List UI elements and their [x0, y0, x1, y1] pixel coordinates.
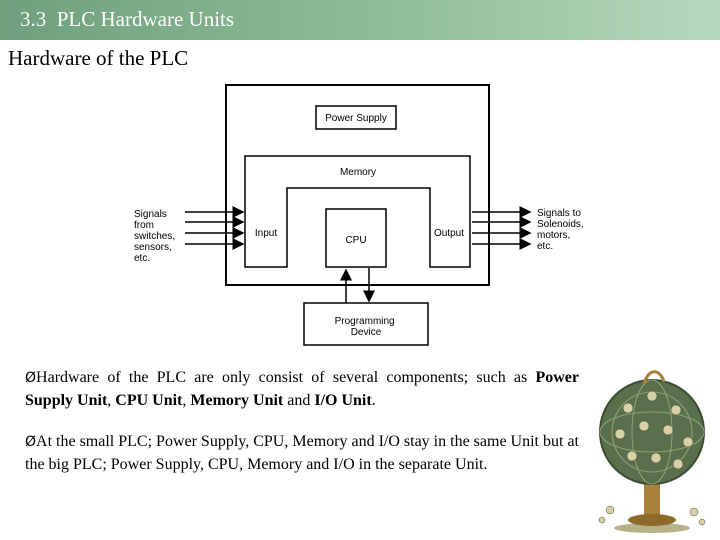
output-label: Output [434, 228, 464, 239]
bullet-1-end: . [372, 392, 376, 409]
signals-out-line-2: Solenoids, [537, 219, 584, 230]
signals-in-line-4: sensors, [134, 242, 172, 253]
programming-device-line-2: Device [351, 327, 382, 338]
signals-out-line-3: motors, [537, 230, 570, 241]
bullet-1-text: Hardware of the PLC are only consist of … [36, 369, 535, 386]
programming-device-line-1: Programming [335, 316, 395, 327]
power-supply-label: Power Supply [325, 113, 387, 124]
cpu-label: CPU [345, 235, 366, 246]
bullet-paragraph-2: ØAt the small PLC; Power Supply, CPU, Me… [25, 431, 579, 475]
signals-in-text: Signals from switches, sensors, etc. [134, 209, 178, 264]
signals-in-line-1: Signals [134, 209, 167, 220]
bullet-2-text: At the small PLC; Power Supply, CPU, Mem… [25, 433, 579, 473]
memory-label: Memory [340, 167, 376, 178]
bullet-1-sep-3: and [283, 392, 314, 409]
bullet-1-bold-memory: Memory Unit [190, 392, 283, 409]
input-label: Input [255, 228, 277, 239]
signals-out-text: Signals to Solenoids, motors, etc. [537, 208, 586, 252]
signals-in-line-5: etc. [134, 253, 150, 264]
signals-out-line-1: Signals to [537, 208, 581, 219]
bullet-marker: Ø [25, 370, 36, 386]
signals-in-line-2: from [134, 220, 154, 231]
signals-in-line-3: switches, [134, 231, 175, 242]
bullet-1-bold-io: I/O Unit [314, 392, 371, 409]
bullet-marker: Ø [25, 434, 36, 450]
globe-decoration-icon [590, 360, 715, 535]
bullet-paragraph-1: ØHardware of the PLC are only consist of… [25, 367, 579, 411]
bullet-1-bold-cpu: CPU Unit [115, 392, 182, 409]
signals-out-line-4: etc. [537, 241, 553, 252]
